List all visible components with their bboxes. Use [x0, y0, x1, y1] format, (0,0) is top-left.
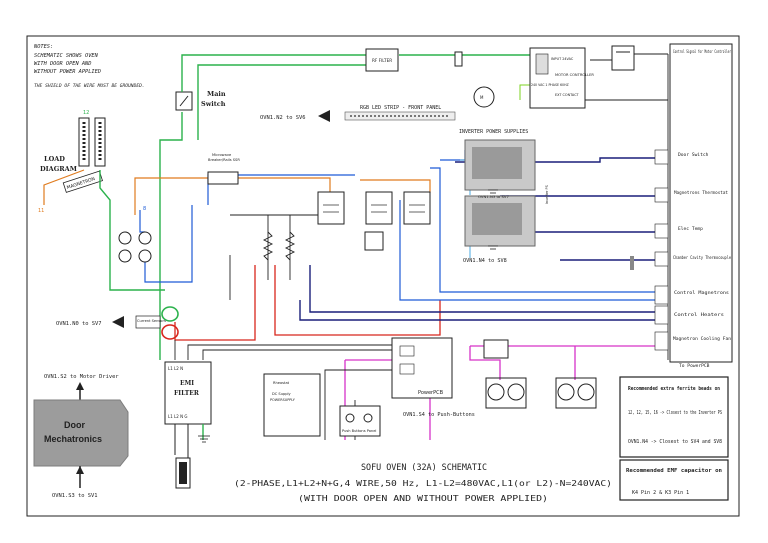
inverter-supplies: INVERTER POWER SUPPLIES OVN1.N3 to SV7 O… — [459, 129, 549, 264]
title-line-2: (2-PHASE,L1+L2+N+G,4 WIRE,50 Hz, L1-L2=4… — [234, 479, 612, 488]
led-strip-label: RGB LED STRIP - FRONT PANEL — [360, 105, 441, 111]
emi-filter-line-2: FILTER — [174, 390, 200, 397]
panel-control-magnetrons: Control Magnetrons — [674, 290, 729, 296]
panel-control-heaters: Control Heaters — [674, 312, 724, 318]
right-panel: Control Signal for Motor Controller Door… — [654, 43, 733, 369]
ovn-s4-label: OVN1.S4 to Push-Buttons — [403, 412, 475, 418]
load-diagram-line-1: LOAD — [44, 155, 65, 163]
breaker: Microwave Breaker/Rails SSR — [207, 153, 240, 185]
svg-text:L1 L2 N G: L1 L2 N G — [168, 414, 187, 419]
current-sensors: Current Sensors OVN1.N0 to SV7 — [56, 306, 179, 340]
supply-line-3: POWERSUPPLY — [270, 398, 296, 402]
main-switch-line-1: Main — [207, 90, 226, 98]
ferrite-header: Recommended extra ferrite beads on — [628, 386, 720, 392]
door-mechatronics-area: OVN1.S2 to Motor Driver Door Mechatronic… — [33, 374, 129, 499]
title-line-3: (WITH DOOR OPEN AND WITHOUT POWER APPLIE… — [298, 494, 548, 503]
page-border — [26, 35, 740, 517]
fan-relay — [483, 339, 509, 359]
ovn-s2-label: OVN1.S2 to Motor Driver — [44, 374, 119, 380]
panel-to-powerpcb: To PowerPCB — [679, 363, 710, 369]
panel-magnetrons-thermostat: Magnetrons Thermostat — [674, 190, 728, 196]
svg-text:M: M — [480, 95, 484, 100]
main-switch: Main Switch — [175, 90, 226, 111]
ferrite-line-2: OVN1.N4 -> Closest to SV4 and SV8 — [628, 439, 722, 445]
rf-filter-label: RF FILTER — [372, 58, 392, 63]
relay-contacts — [323, 204, 425, 213]
emi-filter-line-1: EMI — [180, 380, 194, 387]
title-block: SOFU OVEN (32A) SCHEMATIC (2-PHASE,L1+L2… — [234, 462, 612, 503]
fans — [485, 377, 597, 409]
panel-door-switch: Door Switch — [678, 152, 709, 158]
emf-note: Recommended EMF capacitor on K4 Pin 2 & … — [619, 459, 729, 501]
ferrite-line-1: 12, 12, 15, 16 -> Closest to the Inverte… — [628, 410, 722, 416]
emi-filter: EMI FILTER L1 L2 N L1 L2 N G — [164, 361, 212, 489]
panel-control-signal-1: Control Signal for Motor Controller — [673, 49, 731, 55]
svg-text:L1 L2 N: L1 L2 N — [168, 366, 183, 371]
motor-controller-title: MOTOR CONTROLLER — [555, 73, 594, 77]
ferrite-note: Recommended extra ferrite beads on 12, 1… — [619, 376, 729, 458]
supply-line-2: DC Supply — [272, 392, 292, 396]
svg-text:Breaker/Rails SSR: Breaker/Rails SSR — [208, 158, 240, 162]
note-line-3: WITH DOOR OPEN AND — [34, 61, 91, 67]
thermostats — [118, 231, 152, 263]
current-sensors-label: Current Sensors — [137, 319, 166, 323]
notes-block: NOTES: SCHEMATIC SHOWS OVEN WITH DOOR OP… — [33, 44, 145, 89]
motor-controller: MOTOR CONTROLLER INPUT 24VAC 240 VAC 1 P… — [529, 47, 594, 109]
svg-text:8: 8 — [143, 206, 146, 212]
rf-filter: RF FILTER — [365, 48, 399, 72]
emf-line-1: K4 Pin 2 & K3 Pin 1 — [632, 490, 689, 496]
door-mech-line-2: Mechatronics — [44, 434, 102, 444]
supply-line-1: Rheostat — [273, 381, 290, 385]
note-line-1: NOTES: — [33, 44, 53, 50]
motor-controller-ac: 240 VAC 1 PHASE 60HZ — [531, 83, 569, 87]
door-mechatronics-box — [33, 399, 129, 467]
panel-chamber-cavity: Chamber Cavity Thermocouple — [673, 255, 731, 261]
load-diagram-line-2: DIAGRAM — [40, 165, 77, 173]
emf-header: Recommended EMF capacitor on — [626, 468, 722, 474]
motor-controller-input: INPUT 24VAC — [551, 57, 574, 61]
main-switch-line-2: Switch — [201, 100, 226, 108]
svg-text:Inverter PS: Inverter PS — [545, 185, 549, 204]
ovn-n0-label: OVN1.N0 to SV7 — [56, 321, 101, 327]
ovn-n2-label: OVN1.N2 to SV6 — [260, 115, 305, 121]
note-line-2: SCHEMATIC SHOWS OVEN — [34, 53, 99, 59]
inverter-sv7: OVN1.N3 to SV7 — [478, 194, 509, 199]
svg-text:11: 11 — [38, 208, 44, 214]
title-line-1: SOFU OVEN (32A) SCHEMATIC — [361, 462, 487, 472]
led-strip: RGB LED STRIP - FRONT PANEL OVN1.N2 to S… — [260, 105, 456, 122]
power-pcb: PowerPCB OVN1.S4 to Push-Buttons — [391, 337, 475, 418]
ground-symbols — [198, 189, 498, 443]
thermo-probe — [630, 256, 634, 270]
svg-text:12: 12 — [83, 110, 89, 116]
note-line-4: WITHOUT POWER APPLIED — [34, 69, 101, 75]
note-line-5: THE SHIELD OF THE WIRE MUST BE GROUNDED. — [34, 83, 145, 89]
panel-magnetron-fan: Magnetron Cooling Fan — [673, 336, 731, 342]
load-diagram: LOAD DIAGRAM MAGNETRON 12 11 8 — [38, 110, 146, 214]
motor-controller-ext: EXT CONTACT — [555, 93, 580, 97]
heater-coils — [262, 231, 296, 261]
push-buttons-label: Push Buttons Panel — [342, 429, 376, 433]
inverter-sv8: OVN1.N4 to SV8 — [463, 258, 507, 264]
door-mech-line-1: Door — [64, 420, 85, 430]
motor-icon — [473, 86, 495, 108]
fuse — [454, 51, 463, 67]
relays — [317, 191, 431, 251]
dc-supply: Rheostat DC Supply POWERSUPPLY Push Butt… — [263, 373, 381, 437]
panel-elec-temp: Elec Temp — [678, 226, 703, 232]
power-pcb-label: PowerPCB — [418, 390, 444, 396]
ovn-s3-label: OVN1.S3 to SV1 — [52, 493, 97, 499]
inverter-title: INVERTER POWER SUPPLIES — [459, 129, 528, 135]
svg-text:Microwave: Microwave — [212, 153, 232, 157]
motor-relay — [611, 45, 635, 71]
